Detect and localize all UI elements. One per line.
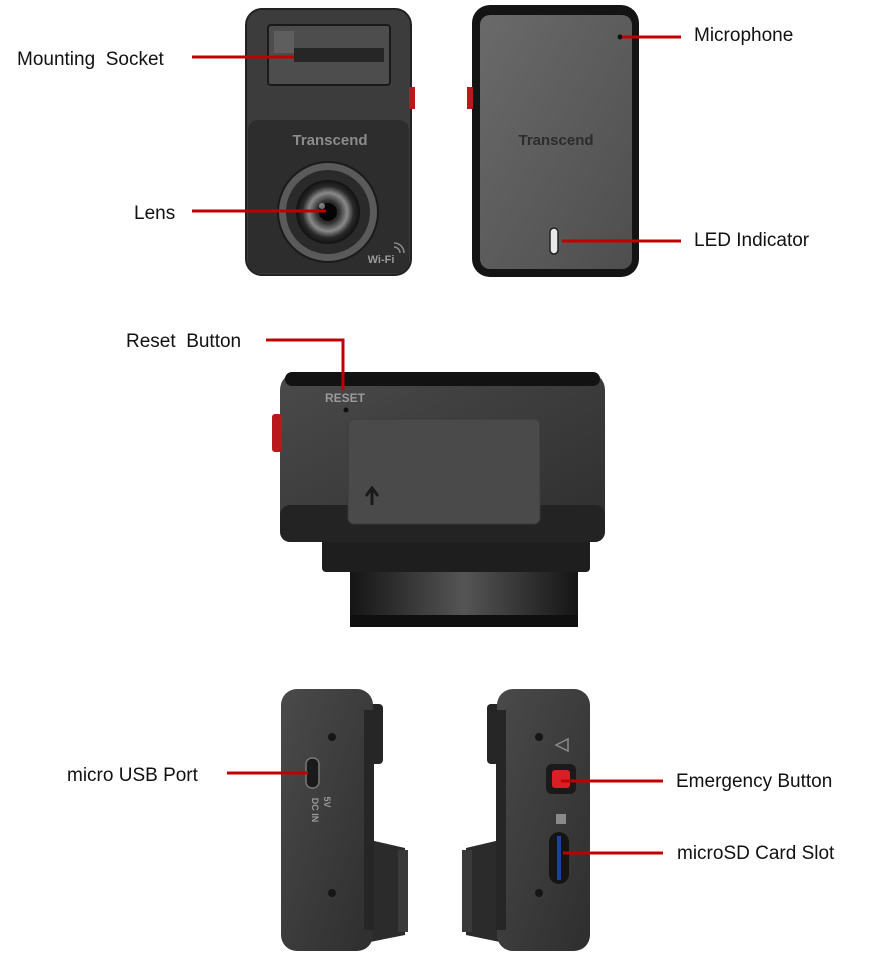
label-lens: Lens	[134, 203, 176, 224]
brand-logo-front: Transcend	[292, 132, 367, 149]
right-side-view	[462, 689, 590, 951]
brand-logo-back: Transcend	[518, 132, 593, 149]
top-view: RESET	[272, 372, 605, 627]
power-5v-marking: 5V	[322, 796, 332, 807]
mounting-socket	[267, 24, 391, 86]
reset-marking: RESET	[325, 391, 366, 405]
led-indicator	[549, 227, 559, 255]
label-mounting-socket: Mounting Socket	[17, 49, 164, 70]
label-micro-usb-port: micro USB Port	[67, 765, 198, 786]
sd-card-icon	[556, 814, 566, 824]
arrow-up-icon	[364, 485, 380, 505]
power-dcin-marking: DC IN	[310, 798, 320, 823]
side-button	[467, 87, 473, 109]
wifi-marking: Wi-Fi	[368, 254, 395, 266]
label-microphone: Microphone	[694, 25, 794, 46]
side-button	[409, 87, 415, 109]
leader-reset-button	[266, 338, 345, 390]
label-microsd-card-slot: microSD Card Slot	[677, 843, 835, 864]
back-view: Transcend	[467, 5, 639, 277]
wifi-icon	[393, 242, 405, 254]
label-reset-button: Reset Button	[126, 331, 242, 352]
emergency-button	[552, 770, 570, 788]
warning-triangle-icon	[554, 737, 569, 753]
lens	[277, 161, 379, 263]
label-led-indicator: LED Indicator	[694, 230, 810, 251]
front-view: Transcend Wi-Fi	[245, 8, 415, 276]
microsd-card-slot	[557, 836, 561, 880]
label-emergency-button: Emergency Button	[676, 771, 833, 792]
microphone-hole	[617, 34, 623, 40]
left-side-view: 5V DC IN	[281, 689, 408, 951]
side-button	[272, 414, 282, 452]
reset-hole	[343, 407, 349, 413]
leader-lines	[192, 35, 681, 855]
